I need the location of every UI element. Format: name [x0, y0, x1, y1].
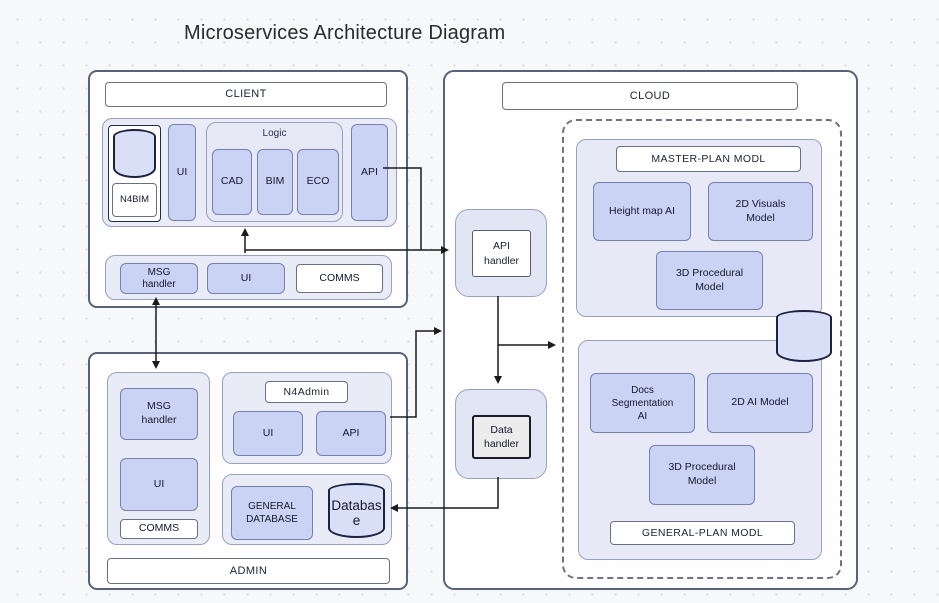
n4bim-label: N4BIM	[112, 183, 157, 217]
eco-node: ECO	[297, 149, 339, 215]
cad-node: CAD	[212, 149, 252, 215]
cloud-database-icon	[776, 310, 832, 362]
client-api-node: API	[351, 124, 388, 221]
admin-comms-node: COMMS	[120, 519, 198, 539]
docs-segmentation-ai-node: Docs Segmentation AI	[590, 373, 695, 433]
services-dashed-container	[562, 119, 842, 579]
admin-database-group: GENERAL DATABASE Database	[222, 474, 392, 545]
client-ui-node: UI	[168, 124, 196, 221]
database-icon	[113, 129, 156, 178]
general-plan-header: GENERAL-PLAN MODL	[610, 521, 795, 545]
client-comms-node: COMMS	[296, 264, 383, 293]
client-container: CLIENT N4BIM UI Logic CAD BIM ECO API	[88, 70, 408, 308]
n4admin-api-node: API	[316, 411, 386, 456]
admin-container: MSG handler UI COMMS N4Admin UI API GENE…	[88, 352, 408, 590]
general-database-node: GENERAL DATABASE	[231, 486, 313, 540]
master-3d-procedural-node: 3D Procedural Model	[656, 251, 763, 310]
bim-node: BIM	[257, 149, 293, 215]
admin-database-label: Database	[331, 498, 382, 528]
visuals-2d-model-node: 2D Visuals Model	[708, 182, 813, 241]
n4admin-group: N4Admin UI API	[222, 372, 392, 464]
admin-left-group: MSG handler UI COMMS	[107, 372, 210, 545]
api-handler-group: API handler	[455, 209, 547, 297]
n4admin-ui-node: UI	[233, 411, 303, 456]
client-core-group: N4BIM UI Logic CAD BIM ECO API	[102, 118, 397, 227]
logic-group: Logic CAD BIM ECO	[206, 122, 343, 222]
admin-database-icon: Database	[328, 483, 385, 538]
diagram-title: Microservices Architecture Diagram	[184, 22, 506, 44]
client-msg-group: MSG handler UI COMMS	[105, 255, 392, 300]
cloud-header: CLOUD	[502, 82, 798, 110]
height-map-ai-node: Height map AI	[593, 182, 691, 241]
logic-group-title: Logic	[262, 128, 287, 139]
client-msg-ui-node: UI	[207, 263, 285, 294]
client-header: CLIENT	[105, 82, 387, 107]
cloud-container: CLOUD API handler Data handler MASTER-PL…	[443, 70, 858, 590]
admin-msg-handler-node: MSG handler	[120, 388, 198, 440]
admin-ui-node: UI	[120, 458, 198, 511]
general-plan-group: Docs Segmentation AI 2D AI Model 3D Proc…	[578, 340, 822, 560]
client-msg-handler-node: MSG handler	[120, 263, 198, 294]
data-handler-group: Data handler	[455, 389, 547, 479]
ai-2d-model-node: 2D AI Model	[707, 373, 813, 433]
master-plan-group: MASTER-PLAN MODL Height map AI 2D Visual…	[576, 139, 822, 317]
master-plan-header: MASTER-PLAN MODL	[616, 146, 801, 172]
general-3d-procedural-node: 3D Procedural Model	[649, 445, 755, 505]
n4admin-header: N4Admin	[265, 381, 348, 403]
api-handler-node: API handler	[472, 230, 531, 277]
admin-header: ADMIN	[107, 558, 390, 584]
data-handler-node: Data handler	[472, 415, 531, 459]
n4bim-module: N4BIM	[108, 125, 161, 222]
